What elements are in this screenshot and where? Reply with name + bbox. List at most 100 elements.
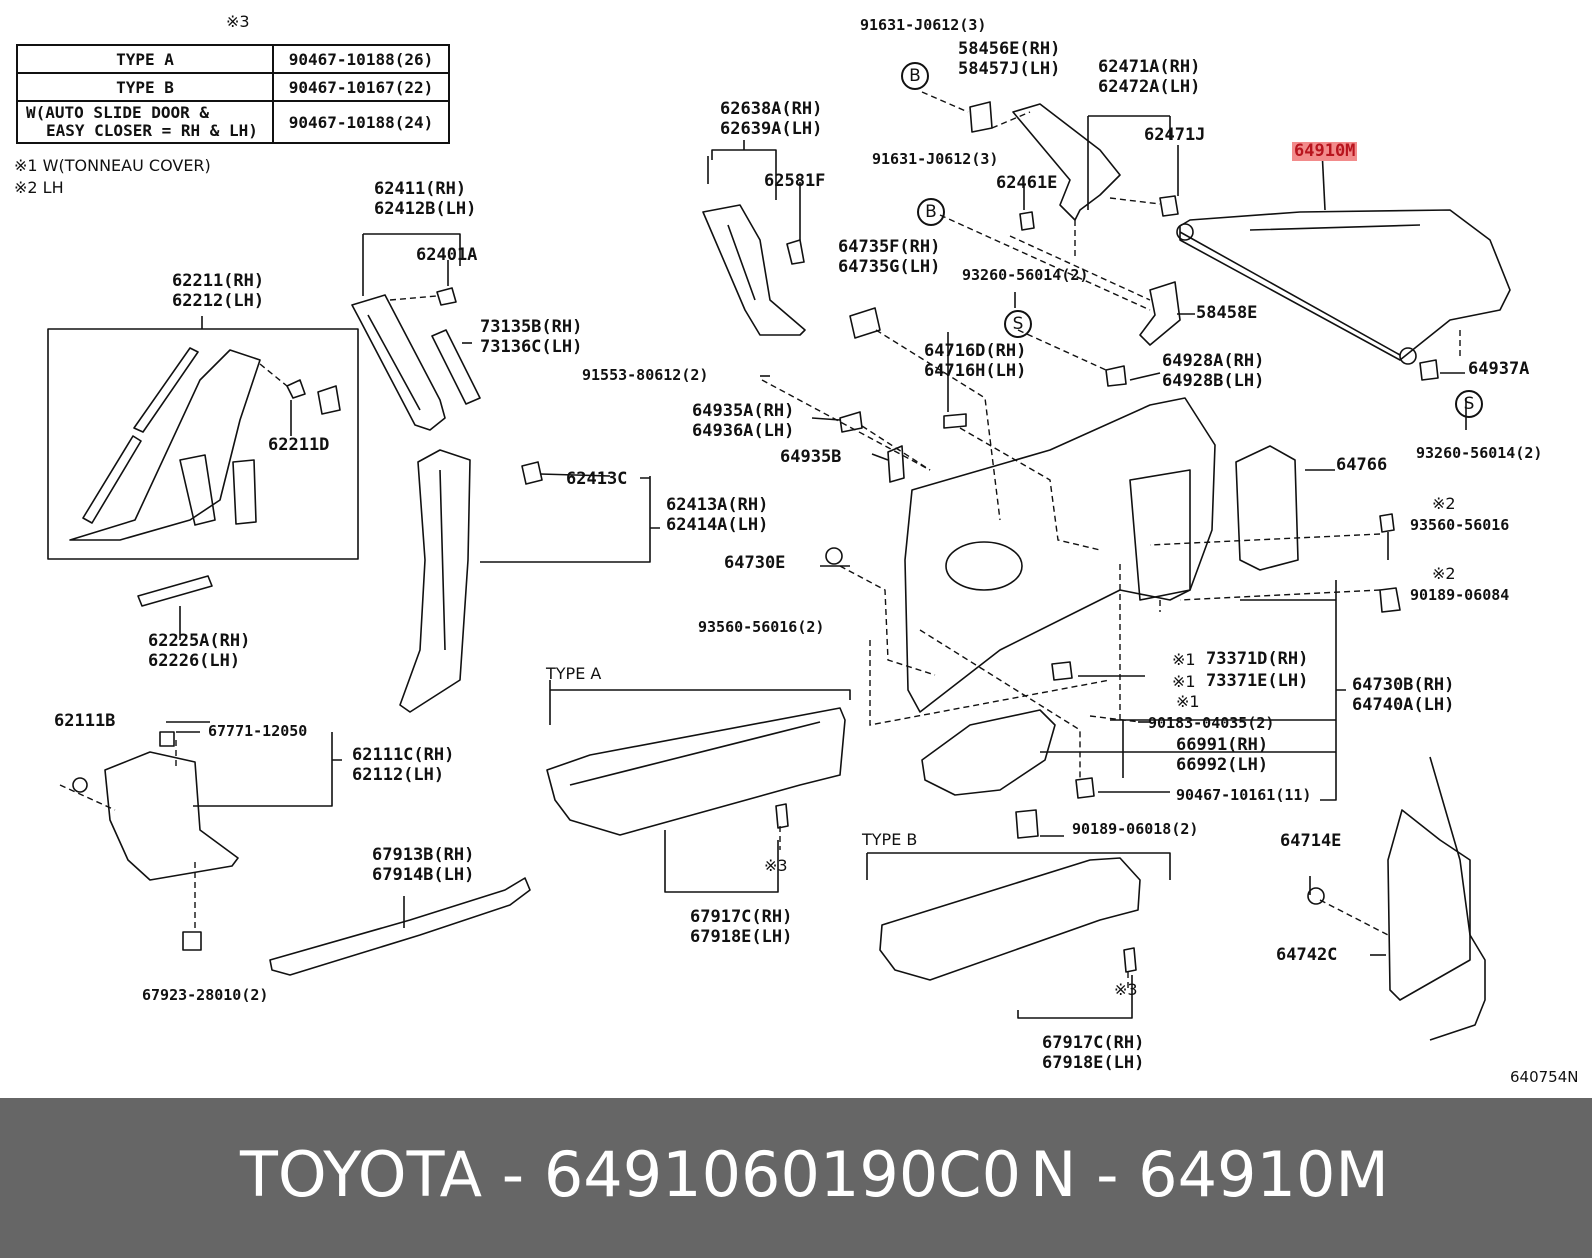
part-label: 90183-04035(2) <box>1148 714 1275 732</box>
part-label: 91631-J0612(3) <box>872 150 999 168</box>
part-67917c-scuff-plate-type-b <box>879 857 1141 981</box>
type-a-label: TYPE A <box>546 664 602 683</box>
part-label: 62413A(RH) <box>666 495 769 515</box>
part-62413a-pillar <box>399 449 471 713</box>
part-label: 67918E(LH) <box>690 927 793 947</box>
part-62211-strip <box>82 347 199 524</box>
part-label: 64730B(RH) <box>1352 675 1455 695</box>
part-label: 64735G(LH) <box>838 257 941 277</box>
part-label: 91631-J0612(3) <box>860 16 987 34</box>
part-label: 93560-56016(2) <box>698 618 825 636</box>
part-label: 67923-28010(2) <box>142 986 269 1004</box>
part-73371d-clip <box>1051 661 1073 681</box>
part-label: 62461E <box>996 173 1058 193</box>
part-67913b-sill <box>269 877 531 976</box>
table-row: W(AUTO SLIDE DOOR & EASY CLOSER = RH & L… <box>16 100 450 144</box>
part-64910m-tonneau-cover <box>1179 209 1511 361</box>
note-2: ※2 LH <box>14 178 64 197</box>
part-label: 64928A(RH) <box>1162 351 1265 371</box>
part-label: 62401A <box>416 245 478 265</box>
part-label: 62413C <box>566 469 628 489</box>
part-label: 64937A <box>1468 359 1530 379</box>
table-row: TYPE A 90467-10188(26) <box>16 44 450 74</box>
part-label: 62412B(LH) <box>374 199 477 219</box>
part-label: 67917C(RH) <box>1042 1033 1145 1053</box>
part-label: 67914B(LH) <box>372 865 475 885</box>
part-66991-box <box>921 709 1056 796</box>
note-mark: ※1 <box>1176 692 1200 711</box>
note-mark: ※3 <box>1114 980 1138 999</box>
part-label: 73135B(RH) <box>480 317 583 337</box>
table-cell-part: 90467-10188(24) <box>272 100 450 144</box>
part-label: 90467-10161(11) <box>1176 786 1312 804</box>
part-62111c-panel <box>104 751 239 881</box>
part-label: 67771-12050 <box>208 722 308 740</box>
fastener-spec-table: TYPE A 90467-10188(26) TYPE B 90467-1016… <box>16 44 450 144</box>
part-64742c-panel <box>1387 809 1471 1001</box>
part-62638a-pillar <box>702 204 806 336</box>
part-64735f-bracket <box>849 307 881 339</box>
part-62225a <box>137 575 213 607</box>
table-cell-type: TYPE B <box>16 72 274 102</box>
part-62411-pillar <box>351 294 446 431</box>
note-mark: ※2 <box>1432 494 1456 513</box>
table-type-line1: W(AUTO SLIDE DOOR & <box>26 103 210 122</box>
table-cell-type: TYPE A <box>16 44 274 74</box>
part-label: 62226(LH) <box>148 651 241 671</box>
table-cell-type: W(AUTO SLIDE DOOR & EASY CLOSER = RH & L… <box>16 100 274 144</box>
part-label: 67917C(RH) <box>690 907 793 927</box>
part-62401a-clip <box>436 287 457 306</box>
part-label: 62211D <box>268 435 330 455</box>
footer-reference: N - 64910M <box>1030 1138 1389 1211</box>
part-label: 64740A(LH) <box>1352 695 1455 715</box>
parts-diagram: TYPE A 90467-10188(26) TYPE B 90467-1016… <box>14 12 1579 1086</box>
part-73135b-strip <box>431 329 481 405</box>
part-label: 90189-06084 <box>1410 586 1510 604</box>
part-label: 62472A(LH) <box>1098 77 1201 97</box>
part-label: 62111C(RH) <box>352 745 455 765</box>
part-label: 90189-06018(2) <box>1072 820 1199 838</box>
part-label: 58456E(RH) <box>958 39 1061 59</box>
part-label: 64742C <box>1276 945 1338 965</box>
part-label: 62225A(RH) <box>148 631 251 651</box>
part-label: 93260-56014(2) <box>962 266 1089 284</box>
note-mark: ※1 <box>1172 650 1196 669</box>
footer-brand-part-number: TOYOTA - 6491060190C0 <box>240 1138 1022 1211</box>
part-label: 73371D(RH) <box>1206 649 1309 669</box>
part-64935b-cover <box>887 445 905 483</box>
part-62211-pad <box>232 459 257 525</box>
note-mark: ※2 <box>1432 564 1456 583</box>
callout-b: B <box>901 62 929 90</box>
part-label: 62581F <box>764 171 826 191</box>
part-label: 62471A(RH) <box>1098 57 1201 77</box>
table-row: TYPE B 90467-10167(22) <box>16 72 450 102</box>
part-label: 93560-56016 <box>1410 516 1510 534</box>
part-58456e-bracket <box>969 101 993 133</box>
part-label: 64928B(LH) <box>1162 371 1265 391</box>
part-label: 64766 <box>1336 455 1388 475</box>
part-label: 62211(RH) <box>172 271 265 291</box>
table-mark: ※3 <box>226 12 250 31</box>
part-label: 67918E(LH) <box>1042 1053 1145 1073</box>
part-58458e-bracket <box>1139 281 1181 346</box>
part-62471j-clip <box>1159 195 1179 217</box>
part-label: 64730E <box>724 553 786 573</box>
part-67917c-scuff-plate-type-a <box>546 707 846 836</box>
diagram-code: 640754N <box>1510 1068 1579 1086</box>
part-label: 67913B(RH) <box>372 845 475 865</box>
part-label: 62414A(LH) <box>666 515 769 535</box>
diagram-linework <box>47 91 1511 1041</box>
part-label: 66991(RH) <box>1176 735 1269 755</box>
part-label: 62638A(RH) <box>720 99 823 119</box>
note-1: ※1 W(TONNEAU COVER) <box>14 156 211 175</box>
part-label: 64935B <box>780 447 842 467</box>
part-label: 73371E(LH) <box>1206 671 1309 691</box>
part-label: 62639A(LH) <box>720 119 823 139</box>
part-62461e-clip <box>1019 211 1035 231</box>
part-62211-tab <box>179 454 216 526</box>
part-label: 64735F(RH) <box>838 237 941 257</box>
part-label: 62411(RH) <box>374 179 467 199</box>
part-label: 62471J <box>1144 125 1206 145</box>
part-label-highlighted[interactable]: 64910M <box>1292 141 1358 161</box>
part-64928a-clip <box>1105 365 1127 387</box>
